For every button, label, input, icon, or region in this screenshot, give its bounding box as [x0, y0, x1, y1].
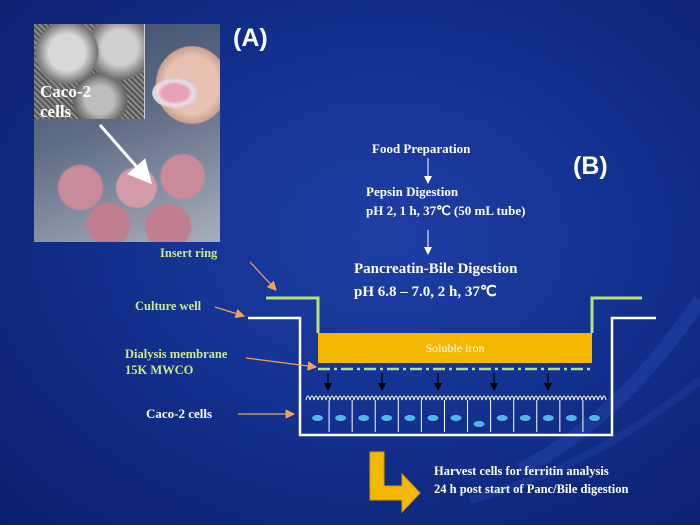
harvest-arrow-icon — [369, 451, 421, 514]
pancreatin-bile-conditions: pH 6.8 – 7.0, 2 h, 37℃ — [354, 284, 497, 300]
caco2-sem-micrograph — [34, 24, 145, 119]
caco2-photo-label-line1: Caco-2 — [40, 82, 91, 101]
culture-well-outline — [248, 316, 656, 437]
insert-ring-label: Insert ring — [160, 246, 218, 260]
dialysis-mwco-label: 15K MWCO — [125, 363, 194, 377]
background-swirl-2 — [468, 376, 700, 504]
diffusion-arrows — [323, 373, 553, 392]
cell-nucleus — [311, 414, 324, 422]
caco2-photo-label-line2: cells — [40, 102, 72, 121]
pepsin-digestion-title: Pepsin Digestion — [366, 184, 459, 199]
cell-nucleus — [541, 414, 555, 422]
harvest-line2: 24 h post start of Panc/Bile digestion — [434, 482, 629, 496]
pancreatin-bile-title: Pancreatin-Bile Digestion — [354, 261, 518, 277]
background-swirl — [516, 296, 700, 477]
soluble-iron-chamber — [318, 333, 592, 363]
cell-nucleus — [334, 414, 348, 422]
cell-nucleus — [472, 420, 486, 428]
cell-nucleus — [403, 414, 417, 422]
pepsin-digestion-conditions: pH 2, 1 h, 37℃ (50 mL tube) — [366, 203, 526, 218]
dialysis-pointer — [245, 357, 318, 371]
panel-a-label: (A) — [233, 24, 268, 52]
cell-nucleus — [357, 414, 371, 422]
dialysis-membrane-label: Dialysis membrane — [125, 347, 228, 361]
insert-ring-outline — [266, 296, 642, 333]
cell-nucleus — [495, 414, 509, 422]
microvilli — [305, 395, 607, 401]
culture-well-label: Culture well — [135, 299, 202, 313]
caco2-photo-label: Caco-2 cells — [40, 82, 91, 122]
food-preparation-step: Food Preparation — [372, 141, 471, 156]
cell-nucleus — [449, 414, 463, 422]
panel-b-label: (B) — [573, 152, 608, 180]
cell-nucleus — [564, 414, 578, 422]
transwell-insert-image — [152, 78, 198, 108]
photo-pointer-arrow — [98, 124, 152, 185]
cell-nucleus — [588, 414, 601, 422]
insert-ring-pointer — [249, 261, 277, 291]
culture-well-pointer — [214, 306, 246, 319]
cell-nucleus — [426, 414, 440, 422]
caco2-cell-layer — [305, 395, 607, 432]
cell-nucleus — [518, 414, 532, 422]
harvest-line1: Harvest cells for ferritin analysis — [434, 464, 609, 478]
soluble-iron-label: Soluble iron — [425, 341, 485, 355]
cell-nucleus — [380, 414, 394, 422]
caco2-cells-label: Caco-2 cells — [146, 406, 213, 421]
